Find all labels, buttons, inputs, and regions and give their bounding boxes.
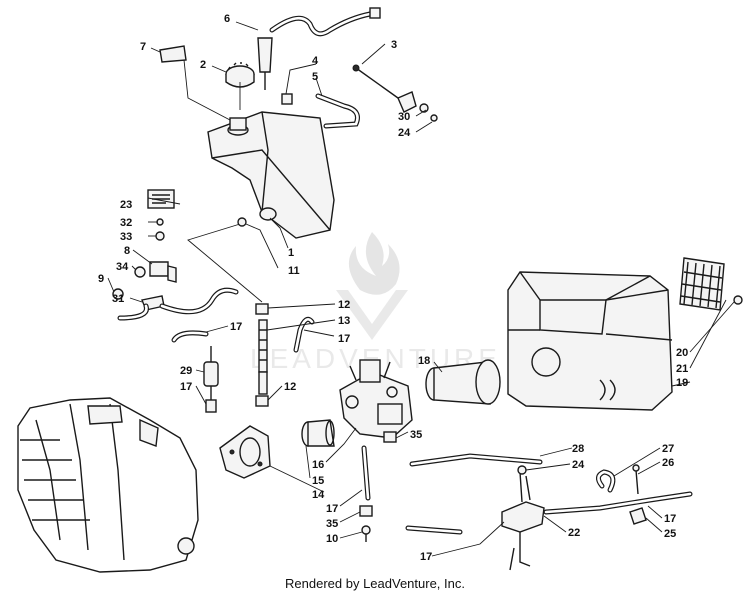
leader-lines — [107, 21, 735, 557]
callout-4: 4 — [312, 55, 319, 67]
callout-15: 15 — [312, 475, 324, 487]
callout-8: 8 — [124, 245, 130, 257]
callout-2: 2 — [200, 59, 206, 71]
carb-boot — [301, 419, 335, 447]
tie-26 — [632, 464, 640, 495]
fuel-line-28 — [409, 453, 543, 467]
hose-17-carb — [293, 316, 315, 353]
callout-24-bottom: 24 — [572, 459, 585, 471]
clamp-35-upper — [383, 431, 397, 443]
label-decal — [159, 45, 187, 63]
callout-32: 32 — [120, 217, 132, 229]
callout-19: 19 — [676, 377, 688, 389]
callout-30: 30 — [398, 111, 410, 123]
callout-31: 31 — [112, 293, 124, 305]
clamp-12-lower — [255, 371, 269, 407]
callout-17-a: 17 — [230, 321, 242, 333]
callout-17-d: 17 — [326, 503, 338, 515]
callout-16: 16 — [312, 459, 324, 471]
callout-27: 27 — [662, 443, 674, 455]
callout-17-c: 17 — [180, 381, 192, 393]
callout-3: 3 — [391, 39, 397, 51]
vent-line — [281, 93, 360, 129]
callout-7: 7 — [140, 41, 146, 53]
carburetor — [339, 359, 413, 439]
callout-21: 21 — [676, 363, 688, 375]
intake-flange — [219, 425, 271, 479]
callout-10: 10 — [326, 533, 338, 545]
air-silencer — [507, 271, 673, 411]
callout-25: 25 — [664, 528, 676, 540]
callout-9: 9 — [98, 273, 104, 285]
callout-14: 14 — [312, 489, 325, 501]
drain-hose-17 — [359, 445, 373, 542]
callout-5: 5 — [312, 71, 318, 83]
clamp-12-upper — [255, 303, 269, 315]
fuel-tank — [207, 111, 335, 239]
vent-valve-bracket — [352, 64, 438, 122]
engine — [17, 397, 199, 573]
footer-credit: Rendered by LeadVenture, Inc. — [285, 576, 465, 591]
fuel-line-lower — [171, 330, 209, 343]
callout-17-f: 17 — [420, 551, 432, 563]
callout-20: 20 — [676, 347, 688, 359]
callout-26: 26 — [662, 457, 674, 469]
callout-22: 22 — [568, 527, 580, 539]
clip-27 — [596, 469, 616, 493]
callout-12-lower: 12 — [284, 381, 296, 393]
callout-29: 29 — [180, 365, 192, 377]
fuel-pump — [501, 465, 545, 571]
callout-6: 6 — [224, 13, 230, 25]
tank-bracket-line — [187, 217, 263, 303]
callout-13: 13 — [338, 315, 350, 327]
callout-34: 34 — [116, 261, 129, 273]
fuel-line-upper — [159, 287, 239, 315]
decal-23 — [147, 189, 175, 209]
callout-12-upper: 12 — [338, 299, 350, 311]
hose-17-lower — [405, 525, 463, 535]
callout-33: 33 — [120, 231, 132, 243]
callout-11: 11 — [288, 265, 300, 277]
callout-18: 18 — [418, 355, 430, 367]
callout-1: 1 — [288, 247, 294, 259]
callout-23: 23 — [120, 199, 132, 211]
air-intake-tube — [425, 359, 501, 405]
fuel-gauge-sender — [257, 7, 381, 90]
callout-numbers: 6 7 2 3 4 5 30 24 23 32 33 8 34 9 31 1 1… — [98, 13, 688, 563]
callout-24-top: 24 — [398, 127, 411, 139]
callout-17-b: 17 — [338, 333, 350, 345]
fuel-line-right — [543, 491, 693, 515]
callout-35-lower: 35 — [326, 518, 338, 530]
hose-13 — [258, 319, 268, 373]
callout-35-upper: 35 — [410, 429, 422, 441]
fuel-pump-mount — [112, 218, 177, 321]
fuel-filter — [203, 346, 219, 413]
callout-28: 28 — [572, 443, 584, 455]
callout-17-e: 17 — [664, 513, 676, 525]
screen-20 — [679, 257, 743, 311]
clip-25 — [629, 507, 647, 525]
